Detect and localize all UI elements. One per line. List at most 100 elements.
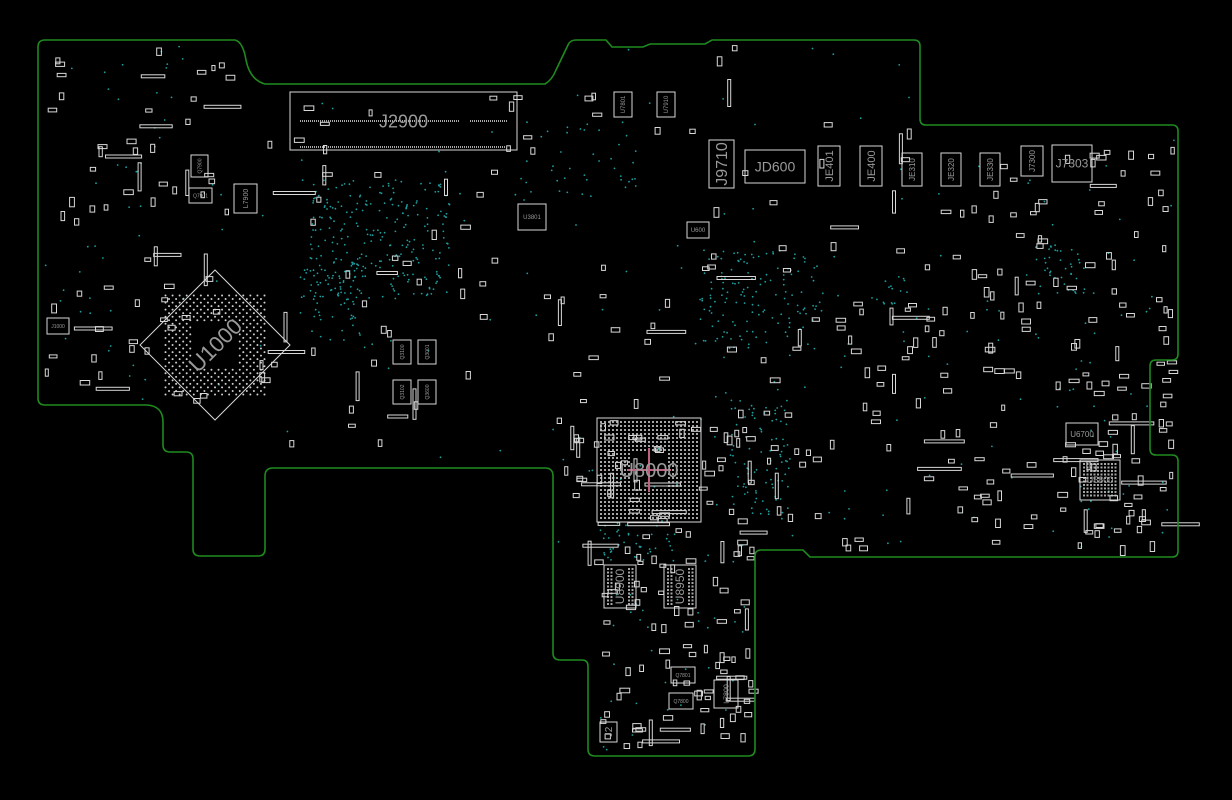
passive-component (1098, 201, 1105, 207)
component-l7800[interactable]: L7800 (713, 679, 739, 709)
passive-component (1149, 541, 1156, 552)
via (709, 297, 712, 300)
passive-component (95, 386, 130, 391)
component-j2900[interactable]: J2900 (289, 91, 518, 151)
via (422, 247, 425, 250)
component-q3001[interactable]: Q3001 (417, 339, 437, 365)
via (1133, 259, 1135, 262)
passive-component (958, 486, 968, 491)
via (358, 289, 361, 292)
passive-component (211, 65, 216, 72)
passive-component (1083, 509, 1088, 533)
component-je310[interactable]: JE310 (901, 152, 923, 187)
passive-component (737, 539, 748, 546)
passive-component (906, 497, 911, 515)
via (400, 253, 402, 256)
via (769, 449, 772, 452)
via (616, 530, 618, 533)
passive-component (898, 133, 903, 165)
passive-component (1148, 153, 1155, 160)
via (697, 620, 700, 622)
via (424, 188, 427, 191)
via (319, 216, 321, 218)
component-u600[interactable]: U600 (686, 221, 710, 239)
via (355, 267, 358, 270)
via (657, 448, 660, 450)
via (751, 414, 754, 417)
passive-component (1162, 245, 1167, 253)
via (742, 485, 745, 488)
component-q7800[interactable]: Q7800 (668, 692, 694, 710)
component-label: Q7900 (197, 158, 203, 173)
component-u3801[interactable]: U3801 (517, 203, 547, 231)
via (623, 541, 625, 544)
component-label: L7800 (723, 684, 730, 704)
via (804, 257, 806, 260)
via (1037, 292, 1040, 295)
component-q3100[interactable]: Q3100 (392, 339, 412, 365)
via (341, 329, 343, 332)
component-u5800[interactable]: U5800 (1079, 459, 1121, 501)
via (812, 304, 814, 307)
component-u8950[interactable]: U8950 (663, 564, 697, 609)
via (788, 326, 791, 329)
via (62, 289, 65, 292)
via (1035, 333, 1037, 336)
passive-component (842, 538, 848, 547)
component-je400[interactable]: JE400 (859, 145, 883, 187)
via (615, 593, 618, 596)
component-q7901[interactable]: Q7901 (188, 187, 213, 204)
component-q3600[interactable]: Q3600 (417, 379, 437, 405)
component-je401[interactable]: JE401 (817, 145, 841, 187)
component-jd600[interactable]: JD600 (744, 149, 806, 184)
passive-component (675, 528, 682, 533)
passive-component (391, 255, 399, 261)
passive-component (901, 356, 910, 361)
passive-component (738, 409, 744, 419)
via (821, 292, 824, 295)
via (1075, 277, 1078, 280)
passive-component (204, 172, 215, 178)
via (437, 274, 440, 277)
passive-component (731, 656, 736, 664)
via (407, 214, 409, 217)
component-u6700[interactable]: U6700 (1065, 422, 1099, 446)
passive-component (1141, 383, 1152, 389)
component-je320[interactable]: JE320 (940, 152, 962, 187)
passive-component (988, 215, 994, 223)
component-q7900[interactable]: Q7900 (190, 154, 209, 178)
via (737, 485, 739, 487)
passive-component (713, 207, 720, 218)
component-j2[interactable]: J2 (599, 721, 618, 743)
via (394, 297, 397, 300)
component-q3102[interactable]: Q3102 (392, 379, 412, 405)
via (753, 240, 756, 243)
via (745, 486, 747, 489)
via (725, 297, 728, 300)
component-q7801[interactable]: Q7801 (670, 666, 696, 684)
via (312, 298, 315, 301)
via (394, 230, 397, 233)
component-u8000[interactable]: U8000 (596, 417, 702, 523)
passive-component (289, 440, 295, 448)
component-j9710[interactable]: J9710 (708, 139, 735, 189)
via (319, 228, 322, 231)
component-u7801[interactable]: U7801 (613, 91, 633, 118)
component-j7303[interactable]: J7303 (1051, 144, 1093, 183)
via (349, 194, 352, 197)
component-u7910[interactable]: U7910 (656, 91, 676, 118)
component-j7300[interactable]: J7300 (1020, 145, 1044, 177)
component-u1000[interactable]: U1000 (139, 269, 291, 421)
component-j1000[interactable]: J1000 (46, 317, 70, 335)
passive-component (572, 493, 580, 499)
component-je330[interactable]: JE330 (979, 152, 1001, 187)
via (787, 485, 789, 488)
component-u8900[interactable]: U8900 (603, 564, 637, 609)
via (610, 550, 613, 553)
via (386, 217, 388, 219)
via (349, 285, 352, 288)
via (439, 183, 442, 186)
via (350, 265, 353, 267)
component-l7900[interactable]: L7900 (233, 183, 258, 214)
